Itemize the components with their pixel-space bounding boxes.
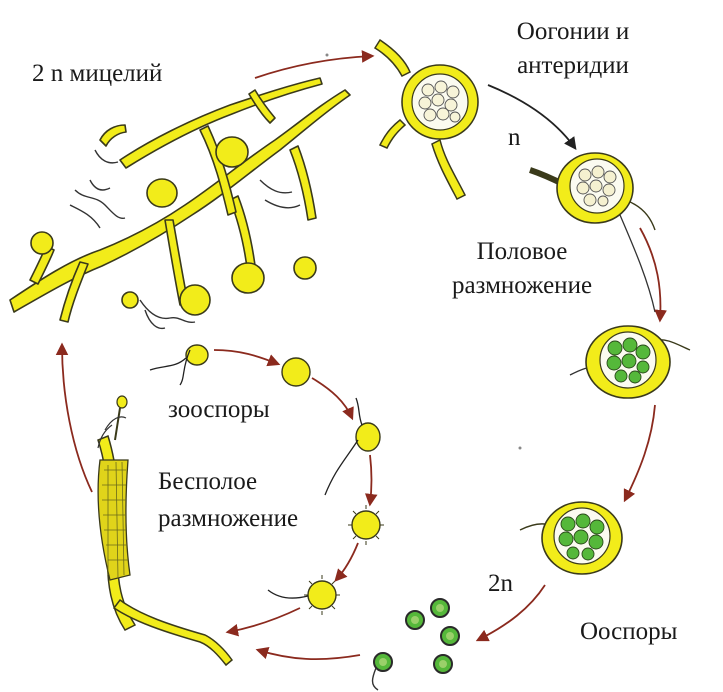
oogonium-stage-4: [519, 501, 623, 575]
oospore-cores: [379, 604, 454, 668]
arrow-stage3-to-stage4: [623, 404, 656, 503]
germ-tube: [371, 667, 379, 691]
decorative-dot: [518, 446, 522, 450]
label-diploid: 2n: [488, 570, 513, 597]
cycle-arrows: [55, 50, 667, 661]
arrow-zoospore-5-sporangium: [225, 607, 301, 637]
oogonium-stage-1: [373, 38, 479, 200]
zoospore-cyst-bristles: [304, 505, 384, 615]
label-zoospores: зооспоры: [168, 396, 270, 423]
label-asexual-line2: размножение: [158, 505, 299, 532]
arrow-oospores-to-sporangium: [255, 646, 361, 661]
label-haploid: n: [508, 124, 521, 151]
zoospore-flagella: [149, 349, 363, 599]
label-oospores: Ооспоры: [580, 618, 678, 645]
label-sexual-line1: Половое: [476, 238, 568, 265]
label-mycelium: 2 n мицелий: [32, 60, 163, 87]
arrow-zoospore-4-5: [334, 542, 359, 582]
arrow-zoospore-1-2: [213, 349, 281, 367]
arrow-stage4-to-oospores: [475, 584, 546, 642]
arrow-sporangium-to-mycelium: [55, 342, 93, 493]
arrow-oogonia-to-stage2: [487, 84, 577, 151]
decorative-dot: [325, 53, 329, 57]
sporangium-illustration: [97, 395, 234, 667]
label-oogonia-line2: антеридии: [517, 52, 629, 79]
mycelium-rhizoids: [69, 149, 301, 330]
mycelium-illustration: [9, 77, 351, 323]
zoospore-sequence: [185, 344, 381, 610]
arrow-stage2-to-stage3: [639, 227, 667, 323]
label-sexual-line2: размножение: [451, 272, 593, 299]
oogonium-stage-3: [569, 325, 691, 399]
label-asexual-line1: Бесполое: [158, 468, 258, 495]
arrow-mycelium-to-oogonia: [254, 50, 375, 79]
oogonium-stage-2: [529, 152, 656, 313]
arrow-zoospore-3-4: [364, 454, 378, 507]
label-oogonia-line1: Оогонии и: [516, 18, 630, 45]
arrow-zoospore-2-3: [311, 377, 354, 421]
